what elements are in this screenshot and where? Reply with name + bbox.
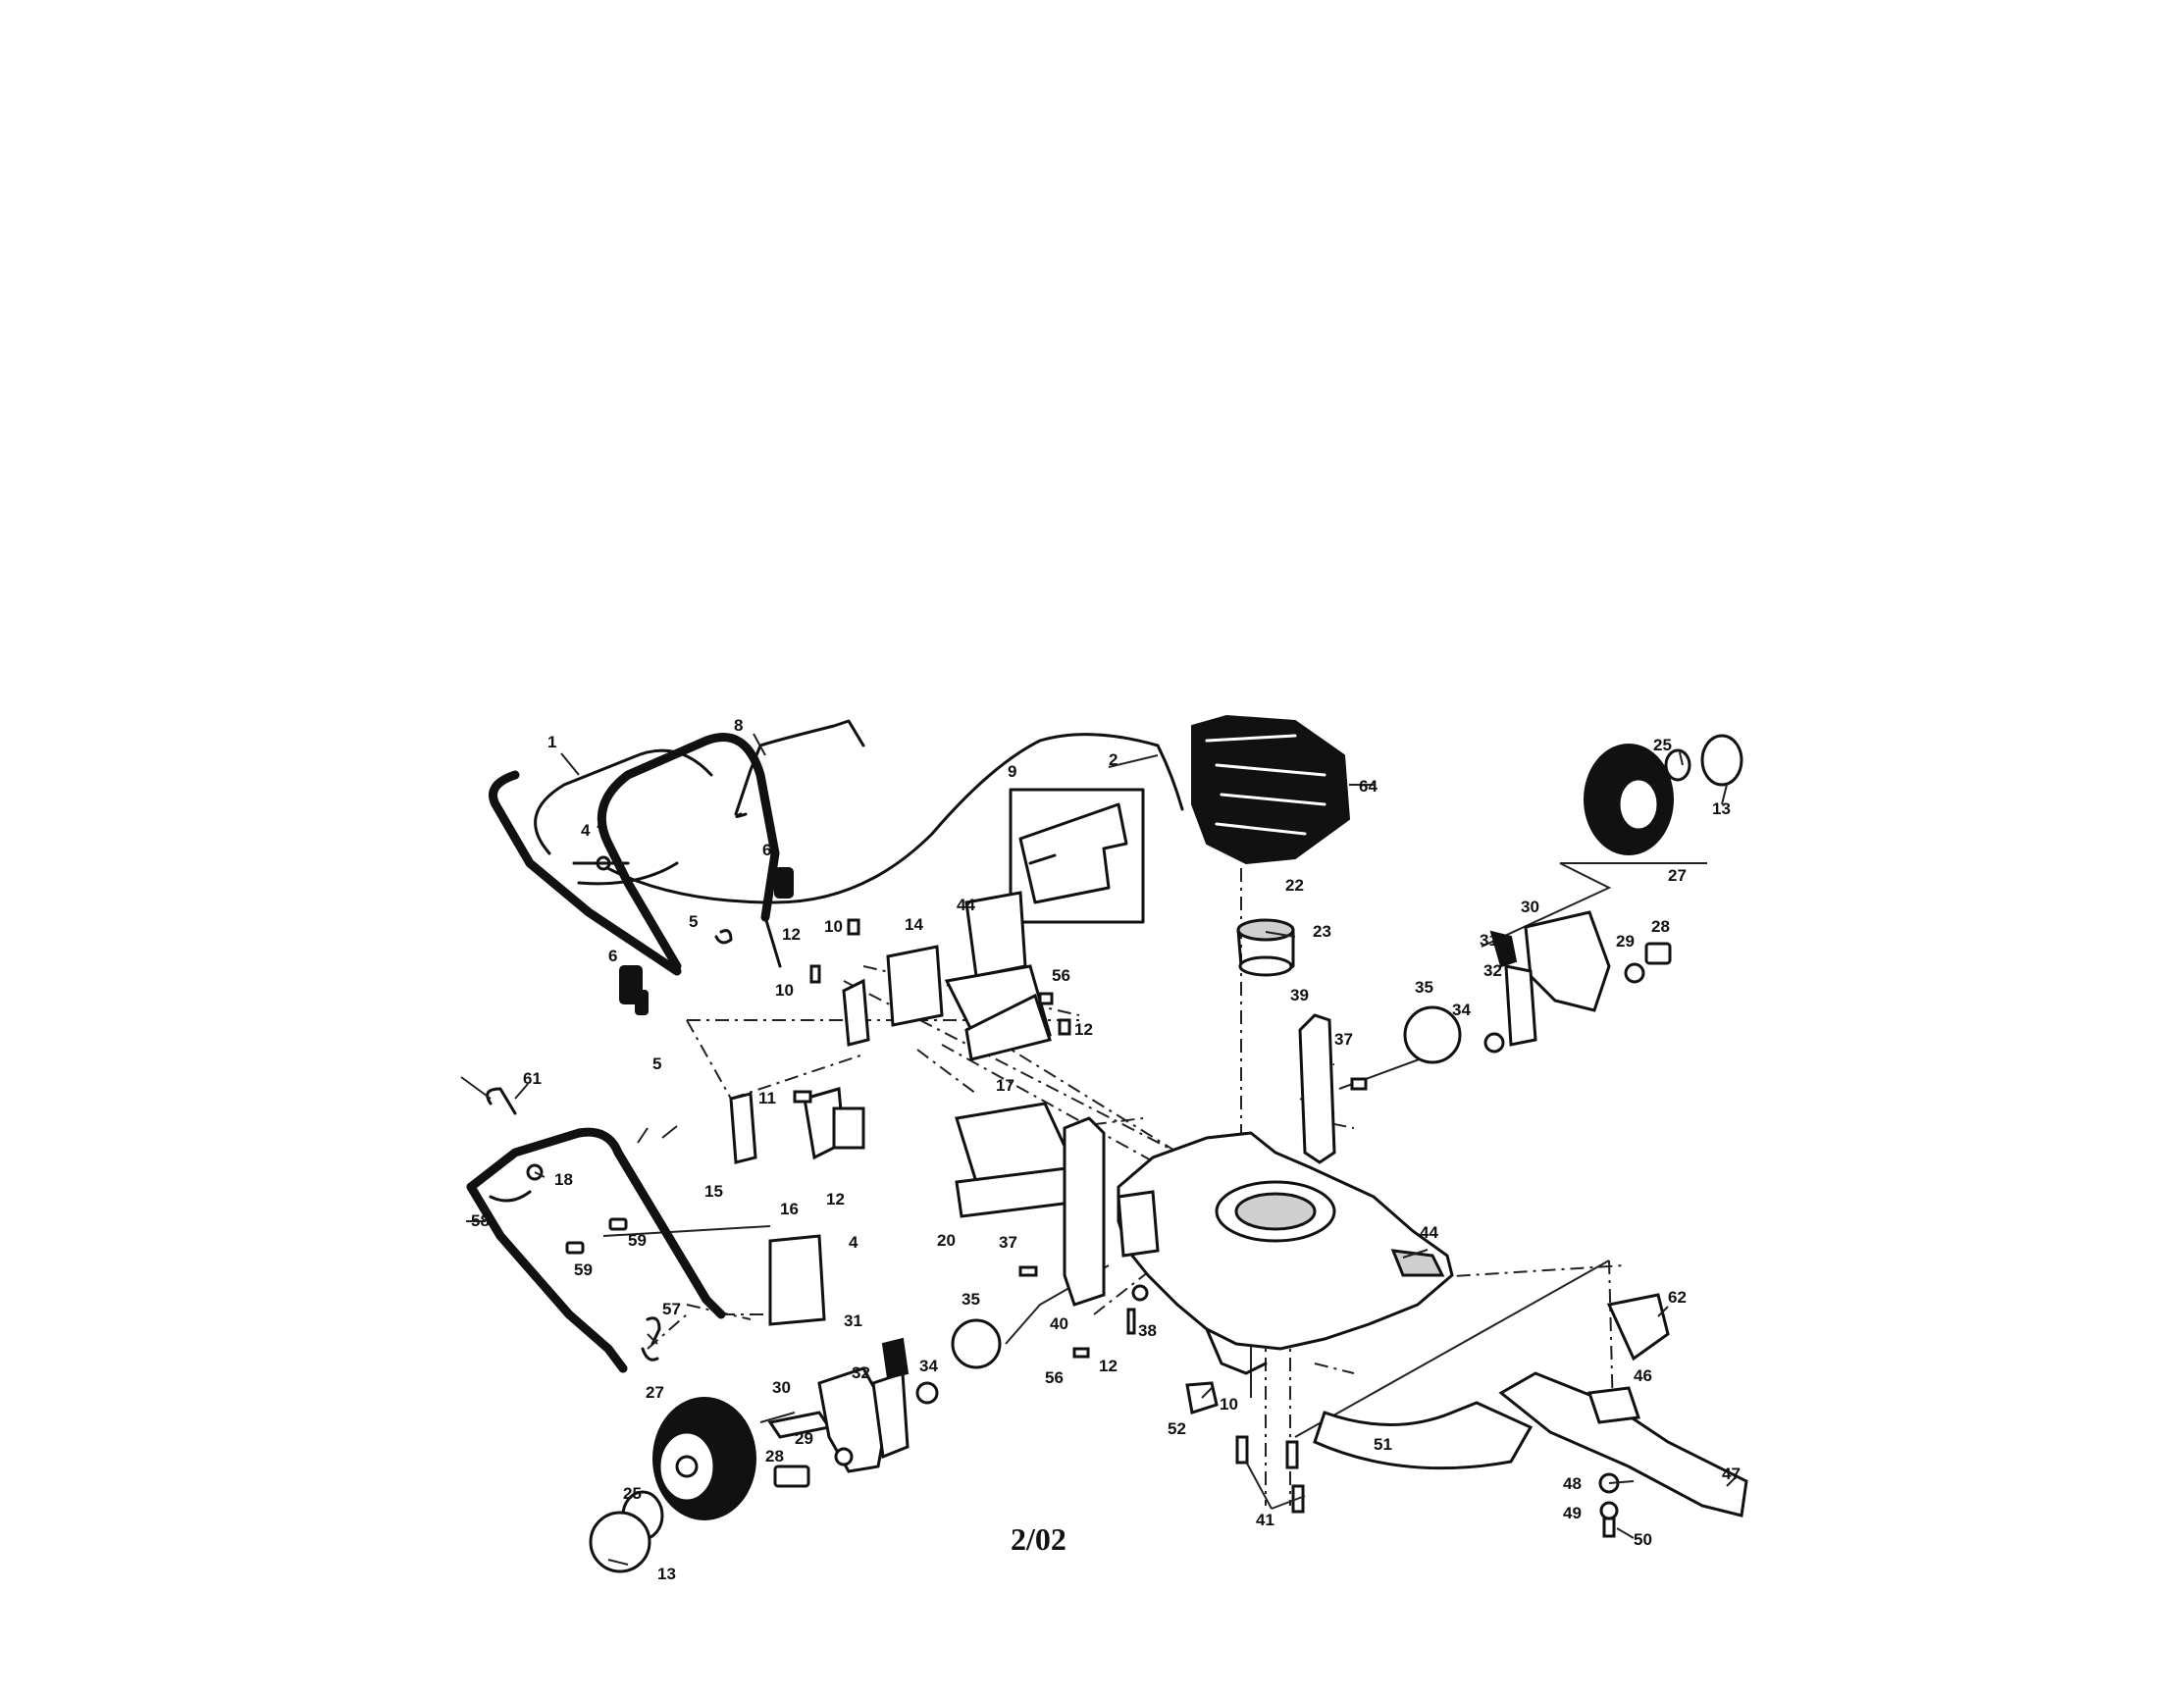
callout-56: 56 <box>1045 1368 1064 1387</box>
callout-leaders <box>460 733 1738 1566</box>
callout-18: 18 <box>554 1170 573 1189</box>
callout-48: 48 <box>1563 1474 1582 1493</box>
revision-date: 2/02 <box>1011 1521 1066 1557</box>
callout-22: 22 <box>1285 876 1304 895</box>
callout-4: 4 <box>581 821 591 840</box>
callout-57: 57 <box>662 1300 681 1318</box>
callout-62: 62 <box>1668 1288 1687 1307</box>
callout-28: 28 <box>1651 917 1670 936</box>
callout-13: 13 <box>1712 799 1731 818</box>
wheel-left <box>589 1397 756 1573</box>
callout-34: 34 <box>1452 1001 1471 1019</box>
callout-6: 6 <box>608 947 617 965</box>
axle-bracket-left <box>767 1337 939 1488</box>
callout-12: 12 <box>826 1190 845 1208</box>
height-adjust-brackets <box>1063 1013 1336 1307</box>
handle-fasteners <box>572 855 733 945</box>
callout-29: 29 <box>1616 932 1635 951</box>
engine <box>1191 714 1351 865</box>
lower-handle <box>466 1087 726 1373</box>
callout-12: 12 <box>782 925 801 944</box>
callout-58: 58 <box>471 1211 490 1230</box>
callout-10: 10 <box>775 981 794 1000</box>
control-cable <box>597 733 1184 904</box>
wheel-right <box>1584 734 1743 855</box>
callout-27: 27 <box>1668 866 1687 885</box>
callout-9: 9 <box>1008 762 1016 781</box>
callout-5: 5 <box>652 1054 661 1073</box>
callout-28: 28 <box>765 1447 784 1466</box>
rear-hinge-bracket <box>842 891 1052 1061</box>
rear-door-parts <box>729 1087 1081 1326</box>
callout-44: 44 <box>957 896 975 914</box>
callout-50: 50 <box>1634 1530 1652 1549</box>
callout-30: 30 <box>772 1378 791 1397</box>
callout-10: 10 <box>1220 1395 1238 1414</box>
callout-35: 35 <box>962 1290 980 1309</box>
callout-46: 46 <box>1634 1366 1652 1385</box>
callout-34: 34 <box>919 1357 938 1375</box>
blade-assembly <box>1498 1293 1748 1538</box>
callout-56: 56 <box>1052 966 1070 985</box>
callout-12: 12 <box>1099 1357 1118 1375</box>
callout-37: 37 <box>1334 1030 1353 1049</box>
callout-52: 52 <box>1168 1419 1186 1438</box>
callout-2: 2 <box>597 813 605 832</box>
callout-61: 61 <box>523 1069 542 1088</box>
axle-bracket-right <box>1483 910 1672 1054</box>
callout-44: 44 <box>1420 1223 1438 1242</box>
callout-11: 11 <box>758 1089 776 1107</box>
callout-15: 15 <box>704 1182 723 1201</box>
callout-30: 30 <box>1521 898 1539 916</box>
callout-41: 41 <box>1256 1511 1274 1529</box>
callout-38: 38 <box>1138 1321 1157 1340</box>
callout-25: 25 <box>623 1484 642 1503</box>
callout-49: 49 <box>1563 1504 1582 1522</box>
control-plate-box <box>1009 788 1145 924</box>
upper-handle <box>489 733 782 976</box>
callout-27: 27 <box>646 1383 664 1402</box>
callout-10: 10 <box>824 917 843 936</box>
callout-14: 14 <box>905 915 923 934</box>
callout-20: 20 <box>937 1231 956 1250</box>
callout-31: 31 <box>1480 931 1498 950</box>
callout-51: 51 <box>1374 1435 1392 1454</box>
callout-31: 31 <box>844 1311 862 1330</box>
callout-16: 16 <box>780 1200 799 1218</box>
drive-pulley <box>1236 918 1295 977</box>
mower-deck <box>1117 1131 1454 1375</box>
callout-25: 25 <box>1653 736 1672 754</box>
callout-35: 35 <box>1415 978 1433 997</box>
callout-12: 12 <box>1074 1020 1093 1039</box>
callout-23: 23 <box>1313 922 1331 941</box>
assembly-solid-lines <box>602 862 1707 1438</box>
callout-37: 37 <box>999 1233 1017 1252</box>
callout-39: 39 <box>1290 986 1309 1004</box>
callout-5: 5 <box>689 912 698 931</box>
callout-6: 6 <box>762 841 771 859</box>
callout-17: 17 <box>996 1076 1014 1095</box>
callout-13: 13 <box>657 1565 676 1583</box>
callout-2: 2 <box>1109 750 1118 769</box>
callout-1: 1 <box>547 733 556 751</box>
callout-32: 32 <box>1483 961 1502 980</box>
callout-64: 64 <box>1359 777 1378 796</box>
control-clips <box>619 867 794 1015</box>
callout-29: 29 <box>795 1429 813 1448</box>
callout-59: 59 <box>574 1260 593 1279</box>
height-adjust-plates <box>951 1005 1462 1369</box>
callout-32: 32 <box>852 1363 870 1382</box>
callout-47: 47 <box>1722 1465 1741 1483</box>
part-callouts: 1 2 4 2 6 6 5 8 9 12 10 14 44 56 10 12 1… <box>471 716 1741 1583</box>
callout-4: 4 <box>849 1233 858 1252</box>
callout-59: 59 <box>628 1231 647 1250</box>
callout-8: 8 <box>734 716 743 735</box>
callout-40: 40 <box>1050 1314 1068 1333</box>
skirt <box>1313 1401 1534 1470</box>
